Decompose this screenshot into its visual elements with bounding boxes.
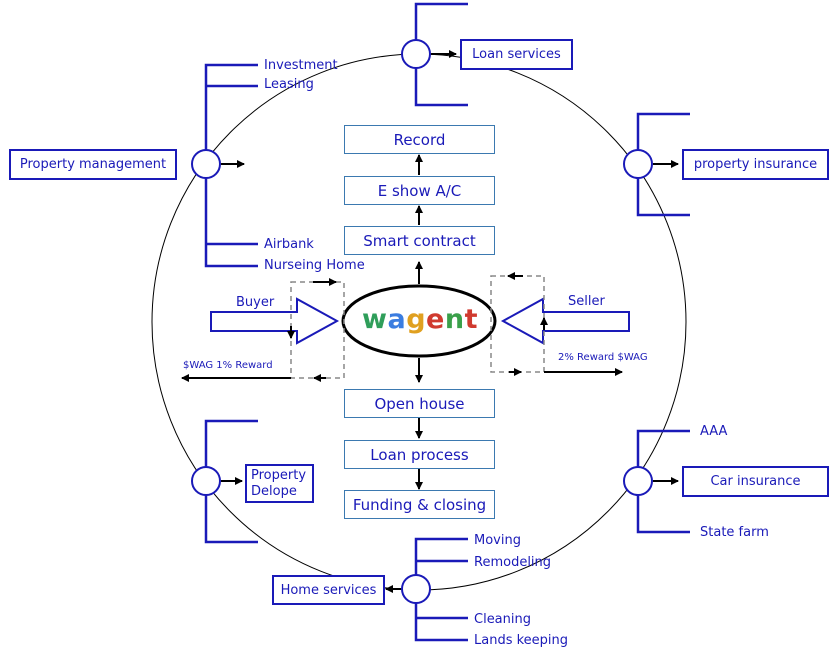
property-management-box: Property management: [9, 149, 177, 180]
airbank-label: Airbank: [264, 237, 314, 252]
e-show-box: E show A/C: [344, 176, 495, 205]
loan-services-node: [401, 39, 431, 69]
car-insurance-node: [623, 466, 653, 496]
logo-letter: t: [464, 304, 478, 335]
cleaning-label: Cleaning: [474, 612, 531, 627]
home-services-node: [401, 574, 431, 604]
remodeling-label: Remodeling: [474, 555, 552, 570]
buyer-arrow: [210, 297, 340, 345]
seller-reward-label: 2% Reward $WAG: [558, 352, 648, 363]
buyer-label: Buyer: [236, 295, 275, 310]
property-insurance-node: [623, 149, 653, 179]
logo-letter: w: [362, 304, 388, 335]
funding-closing-box: Funding & closing: [344, 490, 495, 519]
logo-letter: e: [426, 304, 445, 335]
home-services-box: Home services: [272, 575, 385, 605]
property-insurance-box: property insurance: [682, 149, 829, 180]
record-box: Record: [344, 125, 495, 154]
property-develope-box: Property Delope: [245, 464, 314, 503]
logo-letter: g: [406, 304, 427, 335]
logo-letter: n: [444, 304, 465, 335]
moving-label: Moving: [474, 533, 521, 548]
seller-label: Seller: [568, 294, 605, 309]
open-house-box: Open house: [344, 389, 495, 418]
buyer-reward-label: $WAG 1% Reward: [183, 360, 273, 371]
property-develope-line2: Delope: [251, 483, 297, 499]
leasing-label: Leasing: [264, 77, 314, 92]
seller-arrow: [500, 297, 630, 345]
investment-label: Investment: [264, 58, 338, 73]
loan-services-box: Loan services: [460, 39, 573, 70]
aaa-label: AAA: [700, 424, 728, 439]
nursing-home-label: Nurseing Home: [264, 258, 365, 273]
lands-keeping-label: Lands keeping: [474, 633, 569, 648]
wagent-ellipse: [341, 284, 497, 358]
property-management-node: [191, 149, 221, 179]
logo-letter: a: [387, 304, 407, 335]
smart-contract-box: Smart contract: [344, 226, 495, 255]
state-farm-label: State farm: [700, 525, 769, 540]
wagent-logo: wagent: [344, 301, 496, 339]
car-insurance-box: Car insurance: [682, 466, 829, 497]
property-develope-node: [191, 466, 221, 496]
property-develope-line1: Property: [251, 467, 307, 483]
loan-process-box: Loan process: [344, 440, 495, 469]
